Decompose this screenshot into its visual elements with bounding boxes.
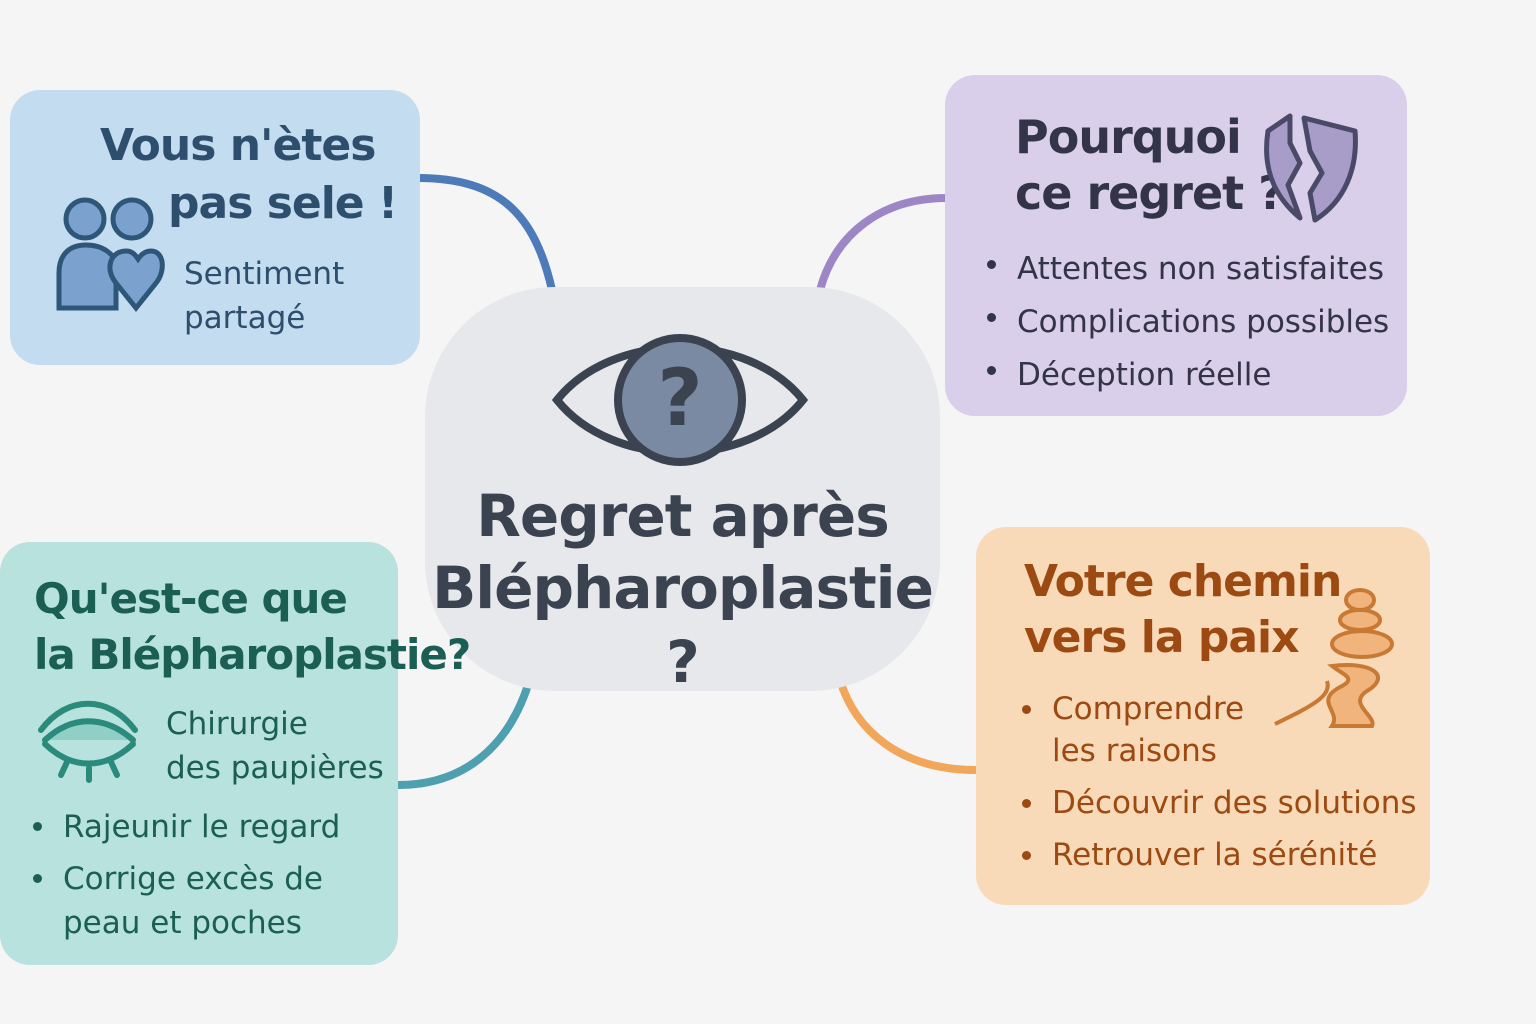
peace-list: Comprendre les raisons Découvrir des sol… [1020, 688, 1417, 876]
connector-teal [397, 683, 532, 789]
card-title-line2: vers la paix [1024, 612, 1299, 663]
card-subtitle-line1: Chirurgie [166, 706, 308, 742]
card-subtitle-line2: des paupières [166, 750, 384, 786]
list-item: Comprendre [1020, 688, 1417, 730]
connector-orange [836, 678, 977, 774]
card-subtitle-line1: Sentiment [184, 256, 345, 292]
connector-purple [816, 194, 948, 292]
card-title-line2: ce regret ? [1015, 166, 1285, 220]
eye-question-icon: ? [551, 334, 809, 466]
list-item: Rajeunir le regard [31, 805, 340, 849]
definition-list: Rajeunir le regard Corrige excès de peau… [31, 805, 340, 945]
card-what-is [0, 542, 398, 965]
card-title-line2: pas sele ! [168, 178, 398, 229]
eyelid-icon [38, 700, 138, 783]
center-title-line1: Regret après [476, 482, 890, 550]
list-item: Déception réelle [985, 349, 1389, 402]
stones-path-icon [1274, 588, 1394, 728]
list-item: Retrouver la sérénité [1020, 834, 1417, 876]
list-item: Complications possibles [985, 296, 1389, 349]
card-title-line1: Qu'est-ce que [34, 574, 348, 623]
list-item: Corrige excès de [31, 857, 340, 901]
svg-text:?: ? [657, 354, 702, 444]
card-title-line1: Vous n'ètes [100, 120, 376, 171]
broken-shield-icon [1264, 113, 1358, 223]
card-title-line1: Pourquoi [1015, 110, 1242, 164]
list-item-continuation: peau et poches [63, 905, 302, 941]
reasons-list: Attentes non satisfaites Complications p… [985, 243, 1389, 402]
center-title-line2: Blépharoplastie ? [432, 554, 934, 696]
list-item: Découvrir des solutions [1020, 782, 1417, 824]
card-title-line2: la Blépharoplastie? [34, 630, 471, 679]
list-item-continuation: les raisons [1052, 733, 1217, 769]
card-title-line1: Votre chemin [1024, 556, 1342, 607]
connector-blue [417, 174, 556, 291]
people-heart-icon [56, 197, 165, 313]
list-item: Attentes non satisfaites [985, 243, 1389, 296]
card-subtitle-line2: partagé [184, 300, 306, 336]
